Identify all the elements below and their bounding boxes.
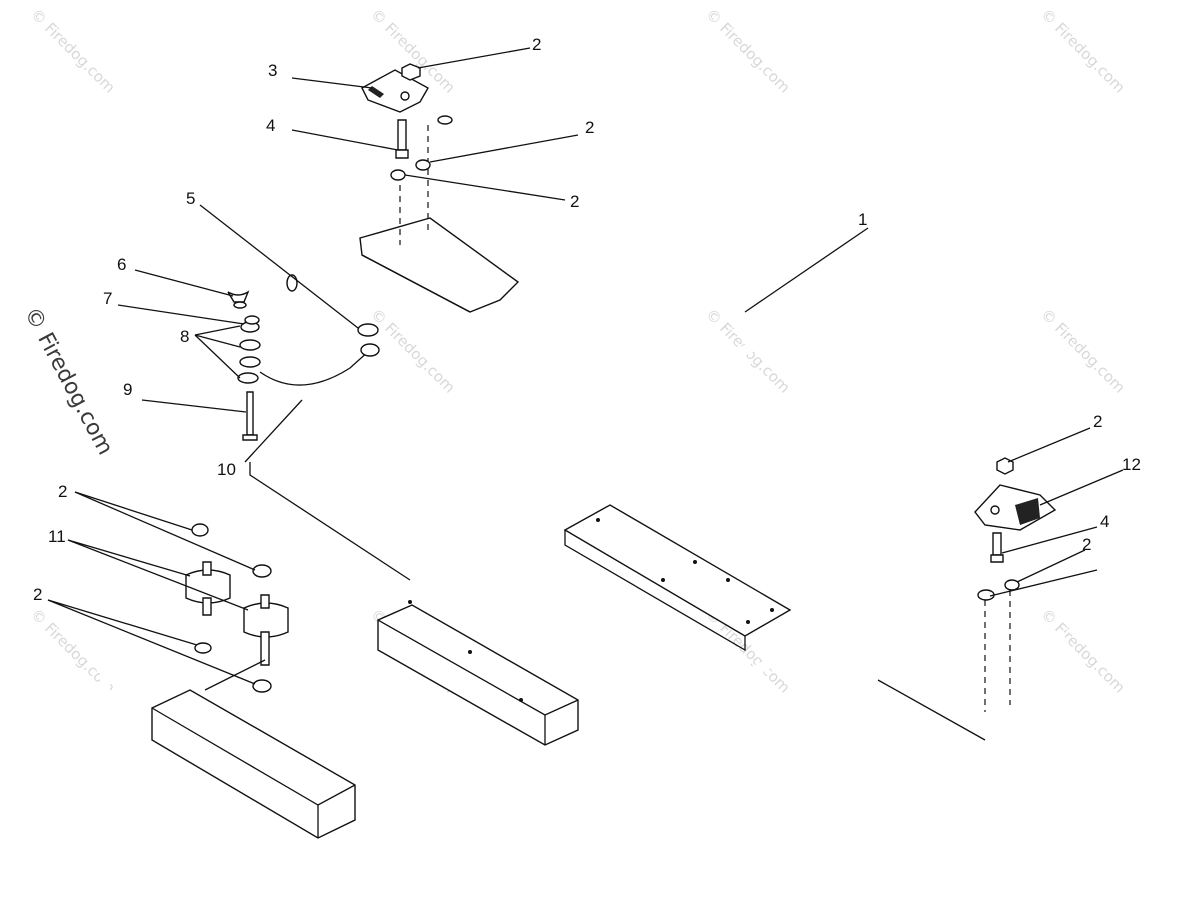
callout-2: 2	[1093, 412, 1102, 431]
callout-9: 9	[123, 380, 132, 399]
callout-8: 8	[180, 327, 189, 346]
callout-2: 2	[570, 192, 579, 211]
main-frame	[320, 266, 837, 793]
callout-2: 2	[58, 482, 67, 501]
watermark-tile: © Firedog.com	[1037, 605, 1129, 697]
callout-4: 4	[1100, 512, 1109, 531]
callout-2: 2	[33, 585, 42, 604]
callout-5: 5	[186, 189, 195, 208]
top-inset	[286, 63, 520, 313]
vibration-mounts	[100, 523, 375, 873]
callout-2: 2	[1082, 535, 1091, 554]
watermark-tile: © Firedog.com	[702, 5, 794, 97]
callout-7: 7	[103, 289, 112, 308]
watermark-tile: © Firedog.com	[367, 305, 459, 397]
watermark-tile: © Firedog.com	[1037, 5, 1129, 97]
right-inset	[873, 457, 1065, 813]
ground-cable-assembly	[227, 290, 380, 441]
callout-2: 2	[585, 118, 594, 137]
callout-12: 12	[1122, 455, 1141, 474]
callout-3: 3	[268, 61, 277, 80]
watermark-tile: © Firedog.com	[1037, 305, 1129, 397]
leader-lines	[47, 47, 1124, 685]
callout-4: 4	[266, 116, 275, 135]
watermark-tile: © Firedog.com	[27, 5, 119, 97]
callout-11: 11	[48, 527, 66, 546]
watermark-layer: © Firedog.com © Firedog.com © Firedog.co…	[19, 5, 1129, 697]
callout-labels: 1 2 2 2 2 2 2 2 3 4 4 5 6 7 8 9 10 11 12	[33, 35, 1141, 604]
watermark-side: © Firedog.com	[19, 303, 118, 459]
callout-2: 2	[532, 35, 541, 54]
callout-6: 6	[117, 255, 126, 274]
callout-1: 1	[858, 210, 867, 229]
callout-10: 10	[217, 460, 236, 479]
